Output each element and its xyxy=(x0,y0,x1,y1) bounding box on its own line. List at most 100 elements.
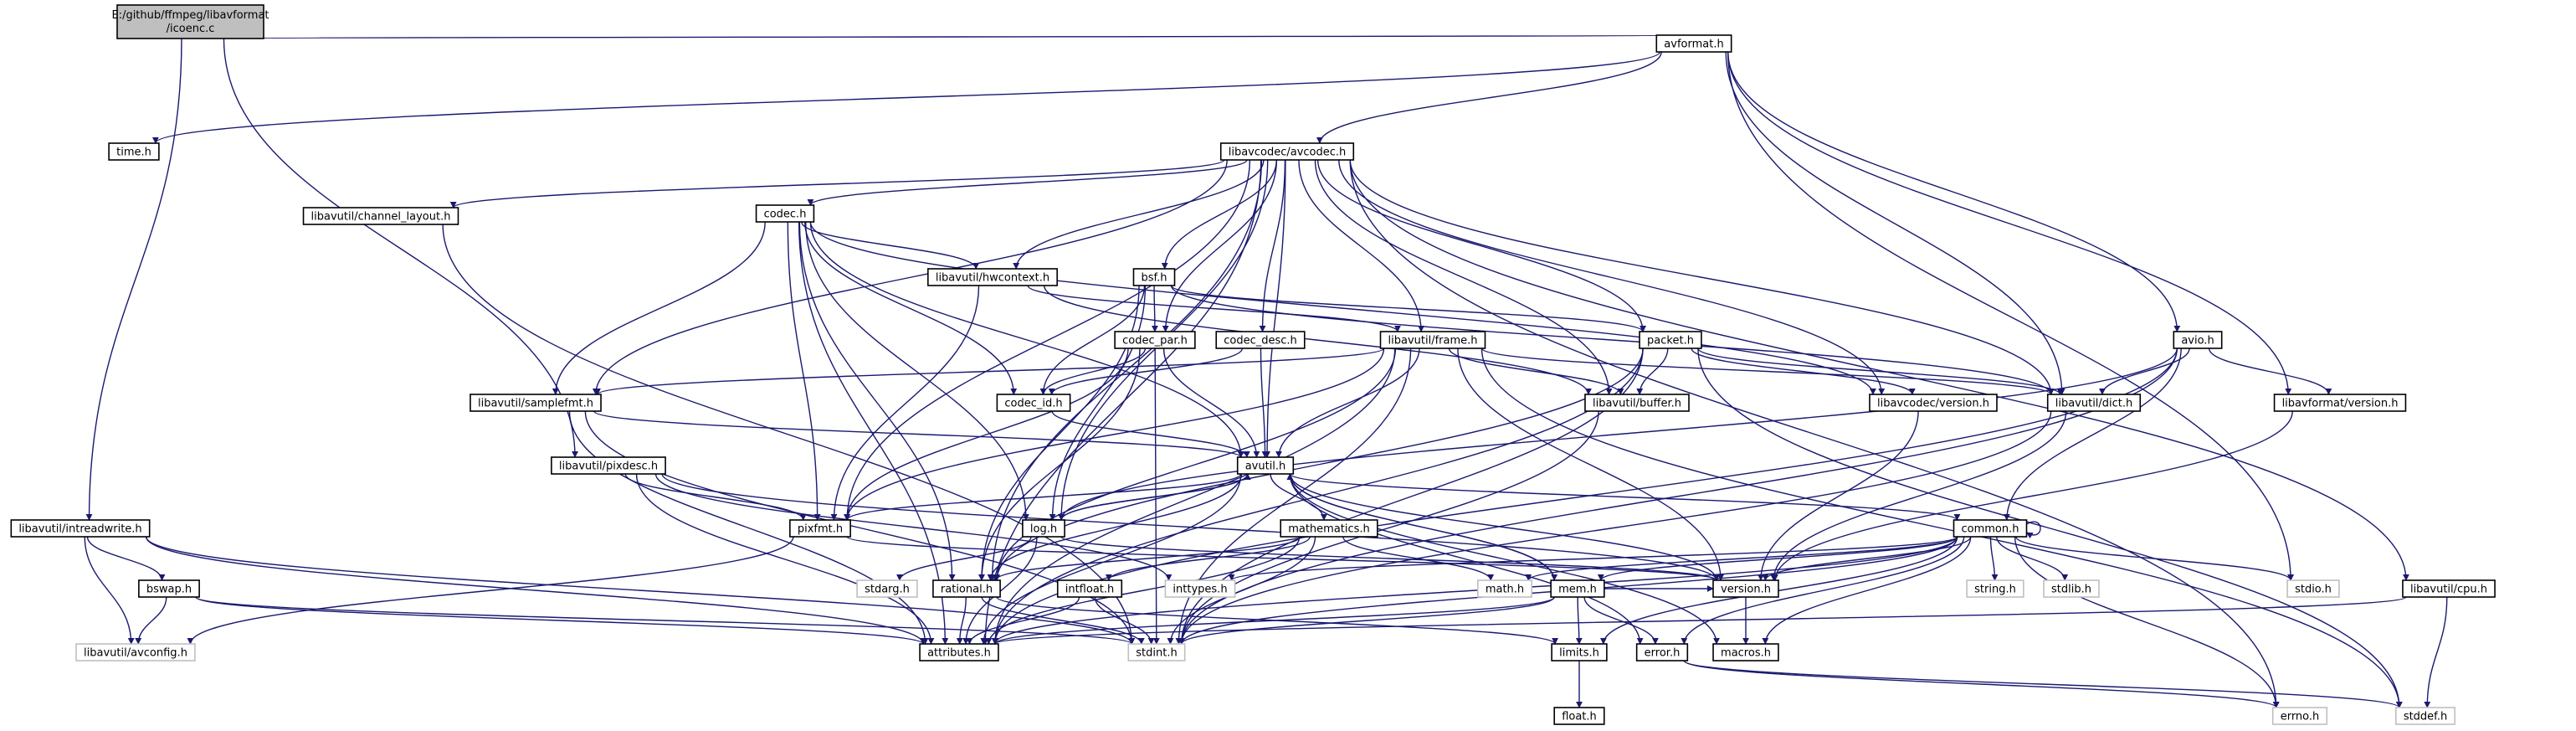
node-box xyxy=(1236,456,1295,475)
edge-codec-h-to-rational-h xyxy=(798,221,956,581)
node-mathematics-h[interactable]: mathematics.h xyxy=(1280,519,1378,538)
node-box xyxy=(551,456,666,475)
edge-log-h-to-version-h xyxy=(1060,536,1720,581)
node-box xyxy=(2395,707,2455,725)
edge-avformat-h-to-avformat-version-h xyxy=(1727,51,2292,395)
node-box xyxy=(1869,394,1998,412)
node-macros-h[interactable]: macros.h xyxy=(1712,643,1779,662)
node-box xyxy=(1551,643,1608,662)
edge-avcodec-h-to-codec-h xyxy=(807,159,1248,206)
node-label: rational.h xyxy=(941,584,993,596)
node-buffer-h[interactable]: libavutil/buffer.h xyxy=(1584,394,1690,412)
edge-common-h-to-math-h xyxy=(1525,536,1958,581)
edge-root-to-avformat-h xyxy=(259,34,1660,42)
node-attributes-h[interactable]: attributes.h xyxy=(919,643,999,662)
node-label: macros.h xyxy=(1721,647,1771,660)
node-box xyxy=(2173,331,2223,349)
node-codec-desc-h[interactable]: codec_desc.h xyxy=(1215,331,1306,349)
node-box xyxy=(1056,579,1123,598)
edge-mathematics-h-to-intfloat-h xyxy=(1105,536,1311,581)
node-bswap-h[interactable]: bswap.h xyxy=(138,579,200,598)
node-label: libavutil/pixdesc.h xyxy=(559,461,658,473)
node-box xyxy=(927,268,1058,286)
node-label: stddef.h xyxy=(2404,711,2447,723)
edge-pixdesc-h-to-inttypes-h xyxy=(654,473,1173,581)
edge-avcodec-h-to-hwcontext-h xyxy=(1013,159,1265,270)
node-error-h[interactable]: error.h xyxy=(1635,643,1689,662)
node-limits-h[interactable]: limits.h xyxy=(1551,643,1608,662)
edge-cpu-h-to-attributes-h xyxy=(992,596,2407,645)
node-box xyxy=(1553,707,1605,725)
node-box xyxy=(138,579,200,598)
node-cpu-h[interactable]: libavutil/cpu.h xyxy=(2402,579,2496,598)
node-bsf-h[interactable]: bsf.h xyxy=(1132,268,1176,286)
node-label: bswap.h xyxy=(146,584,192,596)
node-hwcontext-h[interactable]: libavutil/hwcontext.h xyxy=(927,268,1058,286)
node-avformat-h[interactable]: avformat.h xyxy=(1655,34,1732,53)
node-label: stdint.h xyxy=(1136,647,1177,660)
edge-codec-h-to-pixfmt-h xyxy=(787,221,821,521)
root-file-name: /icoenc.c xyxy=(167,23,215,35)
node-channel-layout-h[interactable]: libavutil/channel_layout.h xyxy=(302,207,459,225)
edge-pixfmt-h-to-version-h xyxy=(846,536,1720,581)
node-intreadwrite-h[interactable]: libavutil/intreadwrite.h xyxy=(10,519,151,538)
node-avcodec-h[interactable]: libavcodec/avcodec.h xyxy=(1219,142,1355,161)
edge-common-h-to-attributes-h xyxy=(992,536,1958,645)
edge-common-h-to-string-h xyxy=(1989,536,1999,581)
edge-rational-h-to-stdint-h xyxy=(981,596,1145,645)
edge-intfloat-h-to-stdint-h xyxy=(1094,596,1155,645)
node-pixdesc-h[interactable]: libavutil/pixdesc.h xyxy=(551,456,666,475)
node-avcodec-version-h[interactable]: libavcodec/version.h xyxy=(1869,394,1998,412)
node-pixfmt-h[interactable]: pixfmt.h xyxy=(789,519,851,538)
node-avutil-h[interactable]: avutil.h xyxy=(1236,456,1295,475)
node-label: libavutil/dict.h xyxy=(2055,398,2133,410)
node-mem-h[interactable]: mem.h xyxy=(1550,579,1605,598)
edge-mem-h-to-error-h xyxy=(1583,596,1659,645)
node-time-h[interactable]: time.h xyxy=(108,142,160,161)
edge-avformat-h-to-avcodec-h xyxy=(1316,51,1662,144)
node-avformat-version-h[interactable]: libavformat/version.h xyxy=(2273,394,2407,412)
node-box xyxy=(1712,643,1779,662)
edge-avio-h-to-common-h xyxy=(2003,347,2182,521)
node-float-h[interactable]: float.h xyxy=(1553,707,1605,725)
edge-hwcontext-h-to-pixfmt-h xyxy=(830,285,980,521)
node-box xyxy=(1639,331,1702,349)
edge-channel-layout-h-to-stdint-h xyxy=(442,224,1136,645)
edge-pixdesc-h-to-attributes-h xyxy=(635,473,935,645)
edge-error-h-to-stddef-h xyxy=(1683,660,2403,708)
node-label: version.h xyxy=(1721,584,1771,596)
edge-avcodec-h-to-buffer-h xyxy=(1314,159,1613,395)
node-codec-id-h[interactable]: codec_id.h xyxy=(996,394,1071,412)
node-label: libavutil/frame.h xyxy=(1388,335,1478,347)
node-packet-h[interactable]: packet.h xyxy=(1639,331,1702,349)
node-box xyxy=(1215,331,1306,349)
edge-frame-h-to-buffer-h xyxy=(1448,347,1624,395)
edge-codec-h-to-avcodec-version-h xyxy=(809,221,1876,395)
edge-samplefmt-h-to-stdint-h xyxy=(584,410,1136,645)
node-codec-h[interactable]: codec.h xyxy=(755,204,815,223)
node-dict-h[interactable]: libavutil/dict.h xyxy=(2046,394,2142,412)
edge-avio-h-to-avformat-version-h xyxy=(2208,347,2332,395)
edge-codec-par-h-to-pixfmt-h xyxy=(844,347,1129,521)
node-log-h[interactable]: log.h xyxy=(1022,519,1065,538)
node-frame-h[interactable]: libavutil/frame.h xyxy=(1379,331,1486,349)
node-common-h[interactable]: common.h xyxy=(1953,519,2028,538)
node-label: libavutil/samplefmt.h xyxy=(478,398,593,410)
edge-mem-h-to-stdint-h xyxy=(1178,596,1555,645)
node-avio-h[interactable]: avio.h xyxy=(2173,331,2223,349)
node-box xyxy=(2286,579,2340,598)
edge-bswap-h-to-avconfig-h xyxy=(135,596,167,645)
node-box xyxy=(1635,643,1689,662)
node-label: mathematics.h xyxy=(1288,523,1370,536)
node-stdlib-h: stdlib.h xyxy=(2043,579,2100,598)
node-rational-h[interactable]: rational.h xyxy=(932,579,1001,598)
edge-common-h-to-error-h xyxy=(1681,536,1965,645)
node-codec-par-h[interactable]: codec_par.h xyxy=(1114,331,1196,349)
node-avconfig-h: libavutil/avconfig.h xyxy=(75,643,196,662)
node-samplefmt-h[interactable]: libavutil/samplefmt.h xyxy=(470,394,602,412)
node-intfloat-h[interactable]: intfloat.h xyxy=(1056,579,1123,598)
edge-codec-h-to-avutil-h xyxy=(809,221,1244,458)
edge-root-to-pixdesc-h xyxy=(223,38,579,458)
edge-intreadwrite-h-to-stdint-h xyxy=(145,536,1136,645)
node-version-h[interactable]: version.h xyxy=(1712,579,1779,598)
